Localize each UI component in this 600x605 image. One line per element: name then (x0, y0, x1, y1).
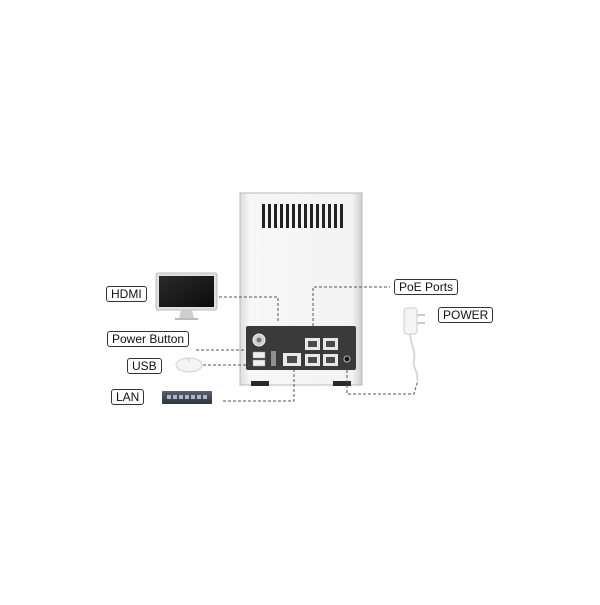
network-switch-icon (162, 391, 212, 404)
hdmi-port (271, 351, 276, 366)
power-label: POWER (438, 307, 494, 323)
usb-port-2 (252, 359, 266, 367)
poe-connector-line (312, 286, 390, 326)
power-button-center (256, 337, 262, 343)
connector-lines (196, 286, 419, 402)
usb-label: USB (127, 358, 162, 374)
power-button-label: Power Button (107, 331, 190, 347)
usb-port-1 (252, 351, 266, 359)
power-adapter-icon (403, 307, 425, 381)
poe-ports-label: PoE Ports (394, 279, 459, 295)
hdmi-label: HDMI (106, 286, 147, 302)
lan-label: LAN (111, 389, 145, 405)
lan-connector-line (223, 370, 295, 402)
device-foot-left (251, 381, 269, 386)
hdmi-connector-line (219, 296, 279, 323)
vent-grille (262, 204, 343, 228)
lan-port-socket (287, 356, 297, 363)
monitor-icon (155, 272, 218, 320)
dc-power-jack (343, 355, 351, 363)
mouse-icon (175, 357, 203, 373)
power-connector-line (346, 370, 419, 395)
poe-ports (305, 338, 338, 366)
device-foot-right (333, 381, 351, 386)
nvr-device (239, 192, 363, 386)
